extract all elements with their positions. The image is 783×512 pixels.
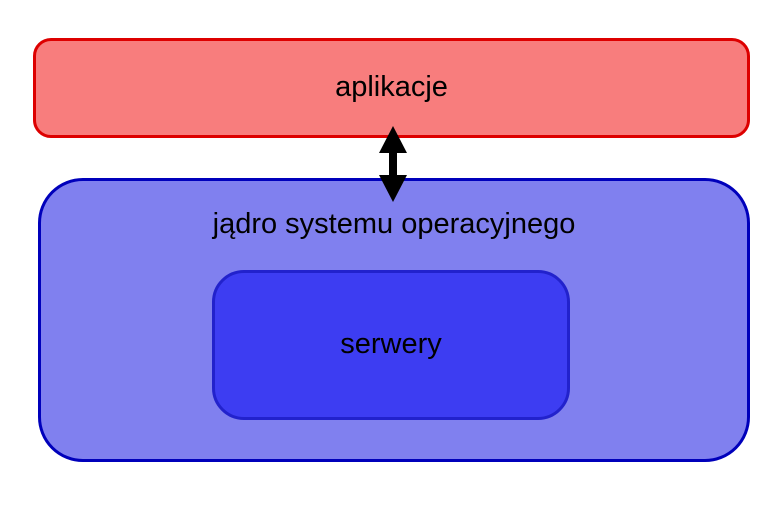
kernel-box-label: jądro systemu operacyjnego bbox=[212, 208, 576, 240]
bidirectional-arrow-icon bbox=[378, 126, 408, 202]
applications-box: aplikacje bbox=[33, 38, 750, 138]
servers-box-label: serwery bbox=[340, 328, 442, 361]
servers-box: serwery bbox=[212, 270, 570, 420]
applications-box-label: aplikacje bbox=[335, 71, 448, 104]
